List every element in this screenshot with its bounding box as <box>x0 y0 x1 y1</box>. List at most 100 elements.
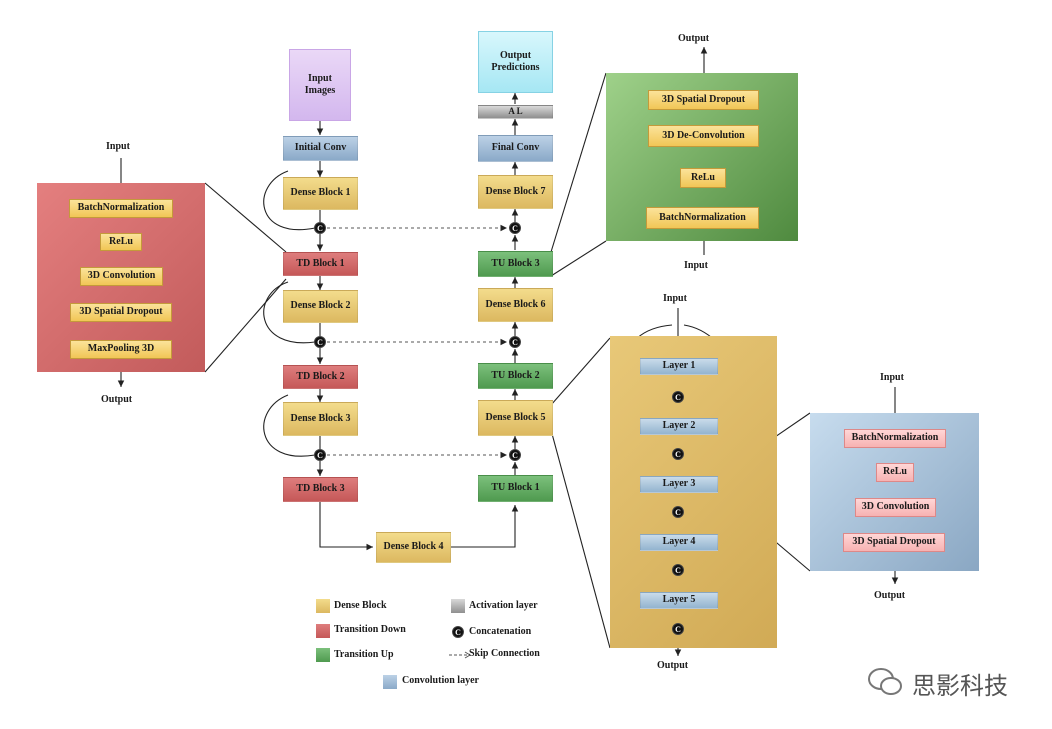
dense-block-5-label: Dense Block 5 <box>485 411 546 423</box>
output-predictions-box: Output Predictions <box>478 31 553 93</box>
dense-block-6: Dense Block 6 <box>478 288 553 322</box>
td-block-1-label: TD Block 1 <box>296 257 345 269</box>
td-block-2: TD Block 2 <box>283 365 358 389</box>
layer-panel-relu: ReLu <box>876 463 914 482</box>
tu-block-2-label: TU Block 2 <box>491 369 540 381</box>
legend-concat-symbol: C <box>452 626 464 638</box>
td-panel-relu-label: ReLu <box>109 235 133 247</box>
legend-td-label: Transition Down <box>334 624 406 635</box>
dense-block-5: Dense Block 5 <box>478 400 553 436</box>
dense-panel-layer-4: Layer 4 <box>640 534 718 551</box>
legend-dense-label: Dense Block <box>334 600 387 611</box>
td-panel-maxpool-label: MaxPooling 3D <box>87 343 155 355</box>
concat-node: C <box>509 222 521 234</box>
legend-td-swatch <box>316 624 330 638</box>
layer-4-label: Layer 4 <box>662 536 696 548</box>
activation-layer-box: A L <box>478 105 553 119</box>
layer-panel-input-label: Input <box>880 372 904 383</box>
dense-block-2-label: Dense Block 2 <box>290 300 351 312</box>
concat-node: C <box>672 506 684 518</box>
tu-panel-deconv-label: 3D De-Convolution <box>662 129 745 141</box>
td-panel-maxpool: MaxPooling 3D <box>70 340 172 359</box>
concat-node: C <box>672 564 684 576</box>
final-conv-label: Final Conv <box>491 142 540 154</box>
legend-act-label: Activation layer <box>469 600 538 611</box>
layer-1-label: Layer 1 <box>662 360 696 372</box>
layer-panel-dropout: 3D Spatial Dropout <box>843 533 945 552</box>
legend-conv-swatch <box>383 675 397 689</box>
td-panel-relu: ReLu <box>100 233 142 251</box>
tu-block-1-label: TU Block 1 <box>491 482 540 494</box>
layer-panel-batchnorm-label: BatchNormalization <box>851 432 939 444</box>
legend-skip-line <box>449 651 471 659</box>
tu-block-2: TU Block 2 <box>478 363 553 389</box>
td-panel-batchnorm: BatchNormalization <box>69 199 173 218</box>
td-block-1: TD Block 1 <box>283 252 358 276</box>
td-panel-input-label: Input <box>106 141 130 152</box>
td-panel-batchnorm-label: BatchNormalization <box>77 202 165 214</box>
dense-block-3-label: Dense Block 3 <box>290 412 351 424</box>
final-conv-box: Final Conv <box>478 135 553 162</box>
dense-block-1-label: Dense Block 1 <box>290 187 351 199</box>
tu-panel-relu: ReLu <box>680 168 726 188</box>
td-panel-dropout: 3D Spatial Dropout <box>70 303 172 322</box>
layer-panel-output-label: Output <box>874 590 906 601</box>
layer-2-label: Layer 2 <box>662 420 696 432</box>
initial-conv-label: Initial Conv <box>294 142 347 154</box>
tu-block-3-label: TU Block 3 <box>491 257 540 269</box>
td-block-2-label: TD Block 2 <box>296 370 345 382</box>
dense-panel-layer-5: Layer 5 <box>640 592 718 609</box>
dense-block-6-label: Dense Block 6 <box>485 298 546 310</box>
layer-panel-relu-label: ReLu <box>883 466 907 478</box>
td-block-3: TD Block 3 <box>283 477 358 502</box>
td-panel-3d-conv: 3D Convolution <box>80 267 163 286</box>
legend-concat-label: Concatenation <box>469 626 532 637</box>
legend-act-swatch <box>451 599 465 613</box>
layer-panel-dropout-label: 3D Spatial Dropout <box>852 536 936 548</box>
layer-panel-3d-conv-label: 3D Convolution <box>861 501 930 513</box>
activation-label: A L <box>508 106 523 117</box>
concat-node: C <box>314 449 326 461</box>
output-predictions-label: Output Predictions <box>491 49 540 74</box>
td-panel-3d-conv-label: 3D Convolution <box>87 270 156 282</box>
layer-panel-batchnorm: BatchNormalization <box>844 429 946 448</box>
concat-node: C <box>314 222 326 234</box>
concat-node: C <box>672 391 684 403</box>
legend-skip-label: Skip Connection <box>469 648 540 659</box>
layer-panel-3d-conv: 3D Convolution <box>855 498 936 517</box>
tu-panel-deconv: 3D De-Convolution <box>648 125 759 147</box>
legend-conv-label: Convolution layer <box>402 675 479 686</box>
dense-block-4-label: Dense Block 4 <box>383 541 444 553</box>
dense-panel-layer-3: Layer 3 <box>640 476 718 493</box>
concat-node: C <box>314 336 326 348</box>
tu-block-3: TU Block 3 <box>478 251 553 277</box>
concat-node: C <box>672 448 684 460</box>
tu-block-1: TU Block 1 <box>478 475 553 502</box>
legend-dense-swatch <box>316 599 330 613</box>
wechat-icon <box>868 668 902 695</box>
concat-node: C <box>509 449 521 461</box>
td-block-3-label: TD Block 3 <box>296 483 345 495</box>
dense-block-4: Dense Block 4 <box>376 532 451 563</box>
dense-block-1: Dense Block 1 <box>283 177 358 210</box>
dense-block-7: Dense Block 7 <box>478 175 553 209</box>
tu-panel-relu-label: ReLu <box>691 171 715 183</box>
dense-block-2: Dense Block 2 <box>283 290 358 323</box>
input-images-label: Input Images <box>304 72 336 97</box>
layer-3-label: Layer 3 <box>662 478 696 490</box>
dense-panel-layer-1: Layer 1 <box>640 358 718 375</box>
tu-panel-batchnorm: BatchNormalization <box>646 207 759 229</box>
tu-panel-dropout: 3D Spatial Dropout <box>648 90 759 110</box>
initial-conv-box: Initial Conv <box>283 136 358 161</box>
td-panel-output-label: Output <box>101 394 133 405</box>
tu-panel-dropout-label: 3D Spatial Dropout <box>661 93 746 105</box>
concat-node: C <box>509 336 521 348</box>
legend-tu-swatch <box>316 648 330 662</box>
dense-panel-output-label: Output <box>657 660 689 671</box>
dense-block-7-label: Dense Block 7 <box>485 185 546 197</box>
tu-panel-output-label: Output <box>678 33 710 44</box>
input-images-box: Input Images <box>289 49 351 121</box>
tu-panel-input-label: Input <box>684 260 708 271</box>
watermark-text: 思影科技 <box>912 672 1008 700</box>
